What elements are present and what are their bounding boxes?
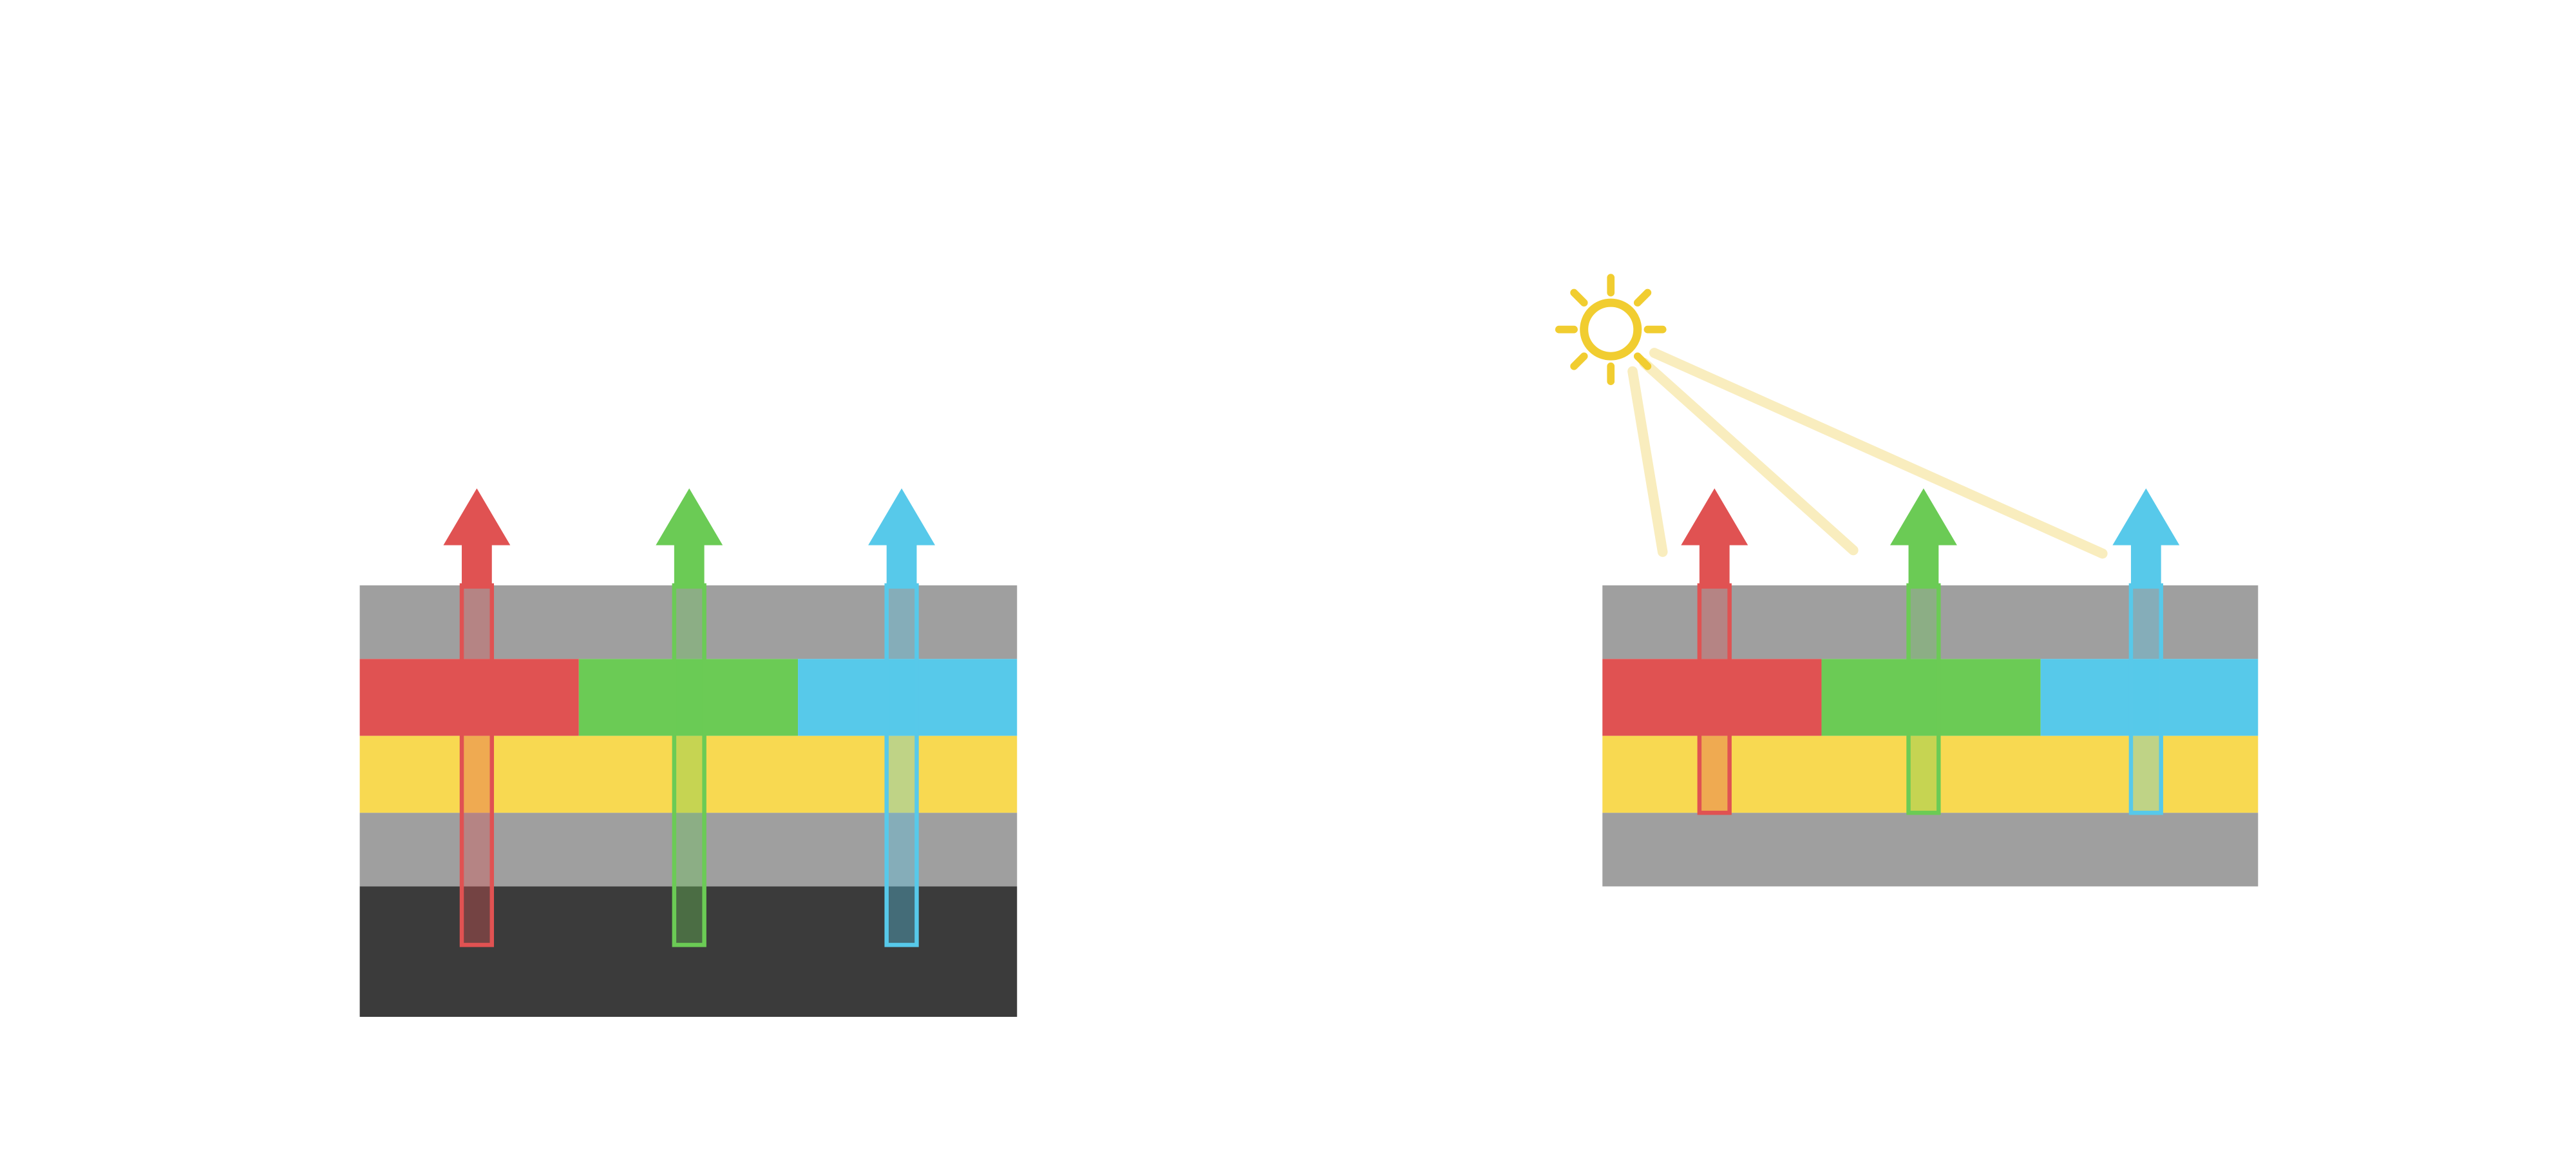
red-arrow-shaft [1697,583,1732,815]
cyan-subpixel-segment [2040,659,2259,736]
cyan-arrow-head [2112,488,2180,589]
cyan-arrow-shaft [2128,583,2163,815]
green-subpixel-segment [1821,659,2041,736]
top-glass-layer [1602,585,2259,659]
red-arrow-head [443,488,511,589]
sun-disc [1580,298,1642,361]
red-arrow-head [1681,488,1748,589]
sunbeam-line [1627,366,1668,557]
red-light-arrow [443,488,511,947]
reflective-display-diagram [1555,274,2259,887]
sun-ray [1633,288,1652,307]
cyan-arrow-shaft [884,583,919,947]
cyan-light-arrow [868,488,936,947]
sunbeams [1627,348,2108,559]
cyan-arrow-head [868,488,936,589]
green-arrow-shaft [672,583,706,947]
red-light-arrow [1681,488,1748,815]
backlit-display-diagram [359,488,1018,1017]
backlight-substrate-layer [359,886,1018,1017]
top-glass-layer [359,585,1018,659]
green-subpixel-segment [578,659,799,736]
cyan-light-arrow [2112,488,2180,815]
green-light-arrow [656,488,723,947]
sunbeam-line [1649,348,2108,559]
red-subpixel-segment [359,659,579,736]
green-arrow-head [1889,488,1957,589]
sunbeam-line [1639,357,1859,556]
green-arrow-head [656,488,723,589]
yellow-emitter-layer [359,735,1018,813]
green-arrow-shaft [1906,583,1941,815]
yellow-reflector-layer [1602,735,2259,813]
red-arrow-shaft [459,583,495,947]
bottom-glass-layer [1602,813,2259,887]
bottom-glass-layer [359,813,1018,887]
green-light-arrow [1889,488,1957,815]
sun-ray [1570,352,1588,370]
red-subpixel-segment [1602,659,1822,736]
cyan-subpixel-segment [798,659,1018,736]
sun-icon [1555,274,1667,385]
sun-ray [1570,288,1588,307]
sun-ray [1633,352,1652,370]
